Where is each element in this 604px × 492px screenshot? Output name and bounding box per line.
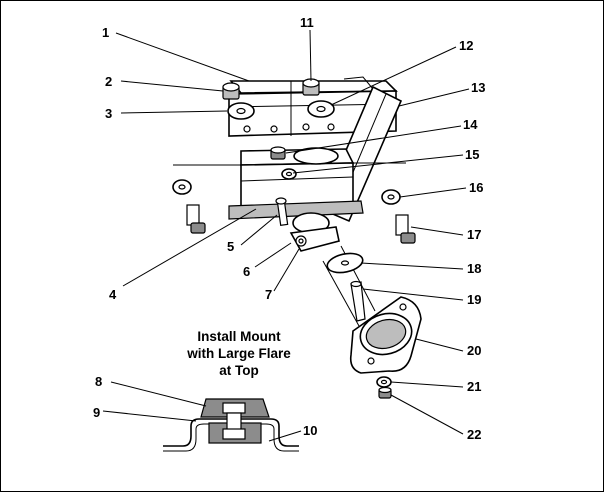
callout-20: 20: [467, 343, 481, 358]
shaft-19: [350, 280, 366, 322]
leader-lines: [102, 29, 470, 442]
callout-14: 14: [463, 117, 478, 132]
callout-17: 17: [467, 227, 481, 242]
left-side-washer: [172, 179, 192, 195]
callout-7: 7: [265, 287, 272, 302]
inset-caption-line-2: with Large Flare: [186, 346, 291, 361]
callout-2: 2: [105, 74, 112, 89]
washer-21: [376, 376, 392, 388]
callout-5: 5: [227, 239, 234, 254]
inset-caption-line-1: Install Mount: [197, 329, 281, 344]
lower-slide-block: [173, 148, 406, 220]
callout-8: 8: [95, 374, 102, 389]
callout-6: 6: [243, 264, 250, 279]
pivot-mount: [289, 212, 340, 252]
callout-13: 13: [471, 80, 485, 95]
left-side-bolt: [186, 204, 206, 234]
pin-5: [275, 197, 289, 226]
callout-15: 15: [465, 147, 479, 162]
callout-22: 22: [467, 427, 481, 442]
callout-labels: 1 2 3 4 5 6 7 8 9 10 11 12 13 14 15 16 1…: [93, 15, 485, 442]
nut-14: [270, 146, 286, 160]
upper-bracket: [228, 76, 398, 137]
bolt-center: [302, 78, 320, 96]
callout-16: 16: [469, 180, 483, 195]
inset-caption-line-3: at Top: [219, 363, 259, 378]
callout-1: 1: [102, 25, 109, 40]
callout-18: 18: [467, 261, 481, 276]
callout-11: 11: [300, 15, 314, 30]
bolt-left: [222, 82, 240, 100]
inset-mount-detail: [163, 398, 299, 452]
callout-3: 3: [105, 106, 112, 121]
inset-caption: Install Mount with Large Flare at Top: [186, 329, 291, 378]
right-side-bolt: [395, 214, 416, 244]
callout-21: 21: [467, 379, 481, 394]
callout-10: 10: [303, 423, 317, 438]
washer-left: [227, 102, 255, 120]
washer-15: [281, 168, 297, 180]
disc-18: [326, 252, 364, 274]
callout-4: 4: [109, 287, 117, 302]
nut-22: [378, 386, 392, 399]
flange-mount: [349, 296, 422, 374]
washer-center: [307, 100, 335, 118]
callout-12: 12: [459, 38, 473, 53]
callout-19: 19: [467, 292, 481, 307]
callout-9: 9: [93, 405, 100, 420]
right-side-washer: [381, 189, 401, 205]
